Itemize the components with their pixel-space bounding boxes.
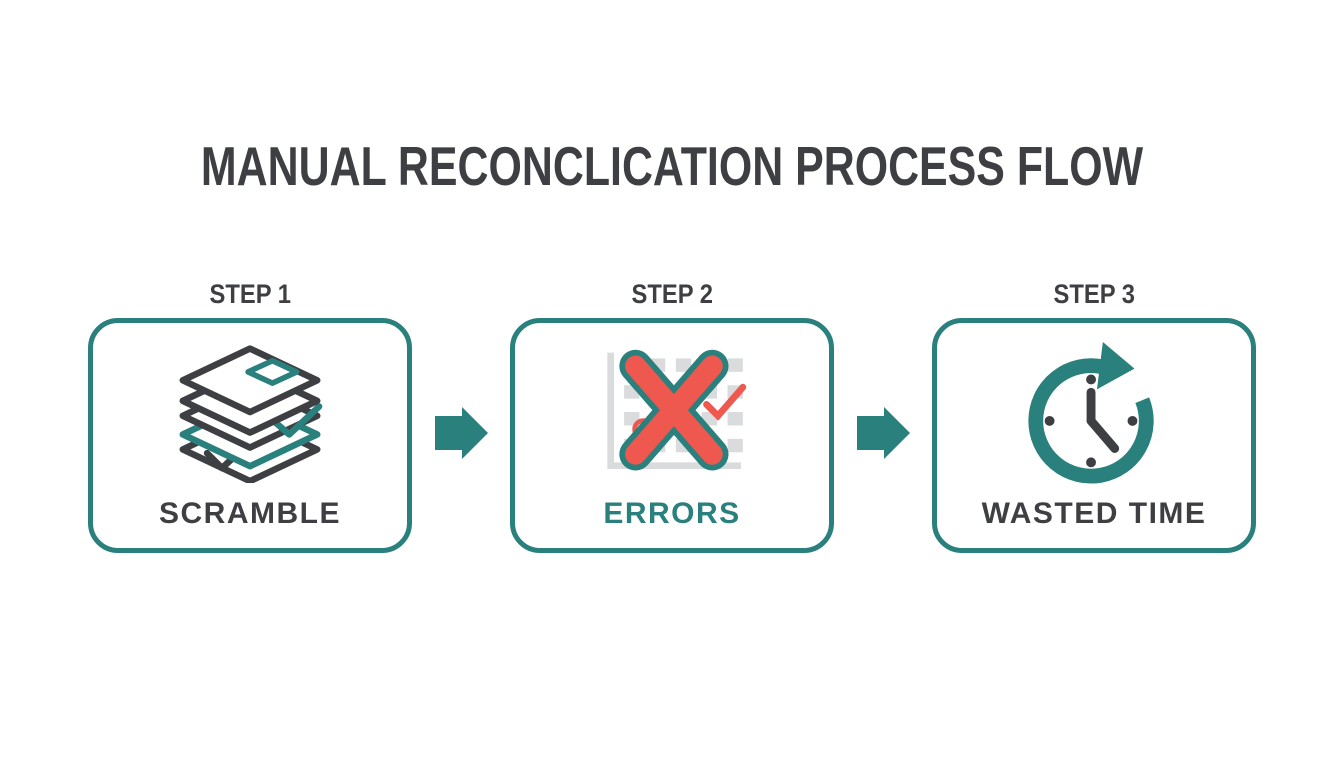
step-3: STEP 3 [932,279,1256,553]
diagram-title: MANUAL RECONCLICATION PROCESS FLOW [200,135,1144,197]
step-3-caption: WASTED TIME [981,497,1207,530]
step-3-label: STEP 3 [1053,279,1135,309]
step-1-label: STEP 1 [209,279,291,309]
step-1-box: SCRAMBLE [88,318,412,553]
step-2-box: ERRORS [510,318,834,553]
arrow-tail [857,416,885,450]
flow-arrow-icon [857,407,910,459]
steps-row: STEP 1 [0,279,1344,553]
step-1-caption: SCRAMBLE [159,497,341,530]
spreadsheet-error-icon [582,343,762,483]
arrow-head [884,407,910,459]
paper-stack-icon [160,343,340,483]
step-2-caption: ERRORS [603,497,741,530]
arrow-tail [435,416,463,450]
wasted-time-clock-icon [1004,341,1184,484]
flow-arrow-icon [435,407,488,459]
step-2-label: STEP 2 [631,279,713,309]
step-1: STEP 1 [88,279,412,553]
step-3-box: WASTED TIME [932,318,1256,553]
step-2: STEP 2 [510,279,834,553]
arrow-head [462,407,488,459]
